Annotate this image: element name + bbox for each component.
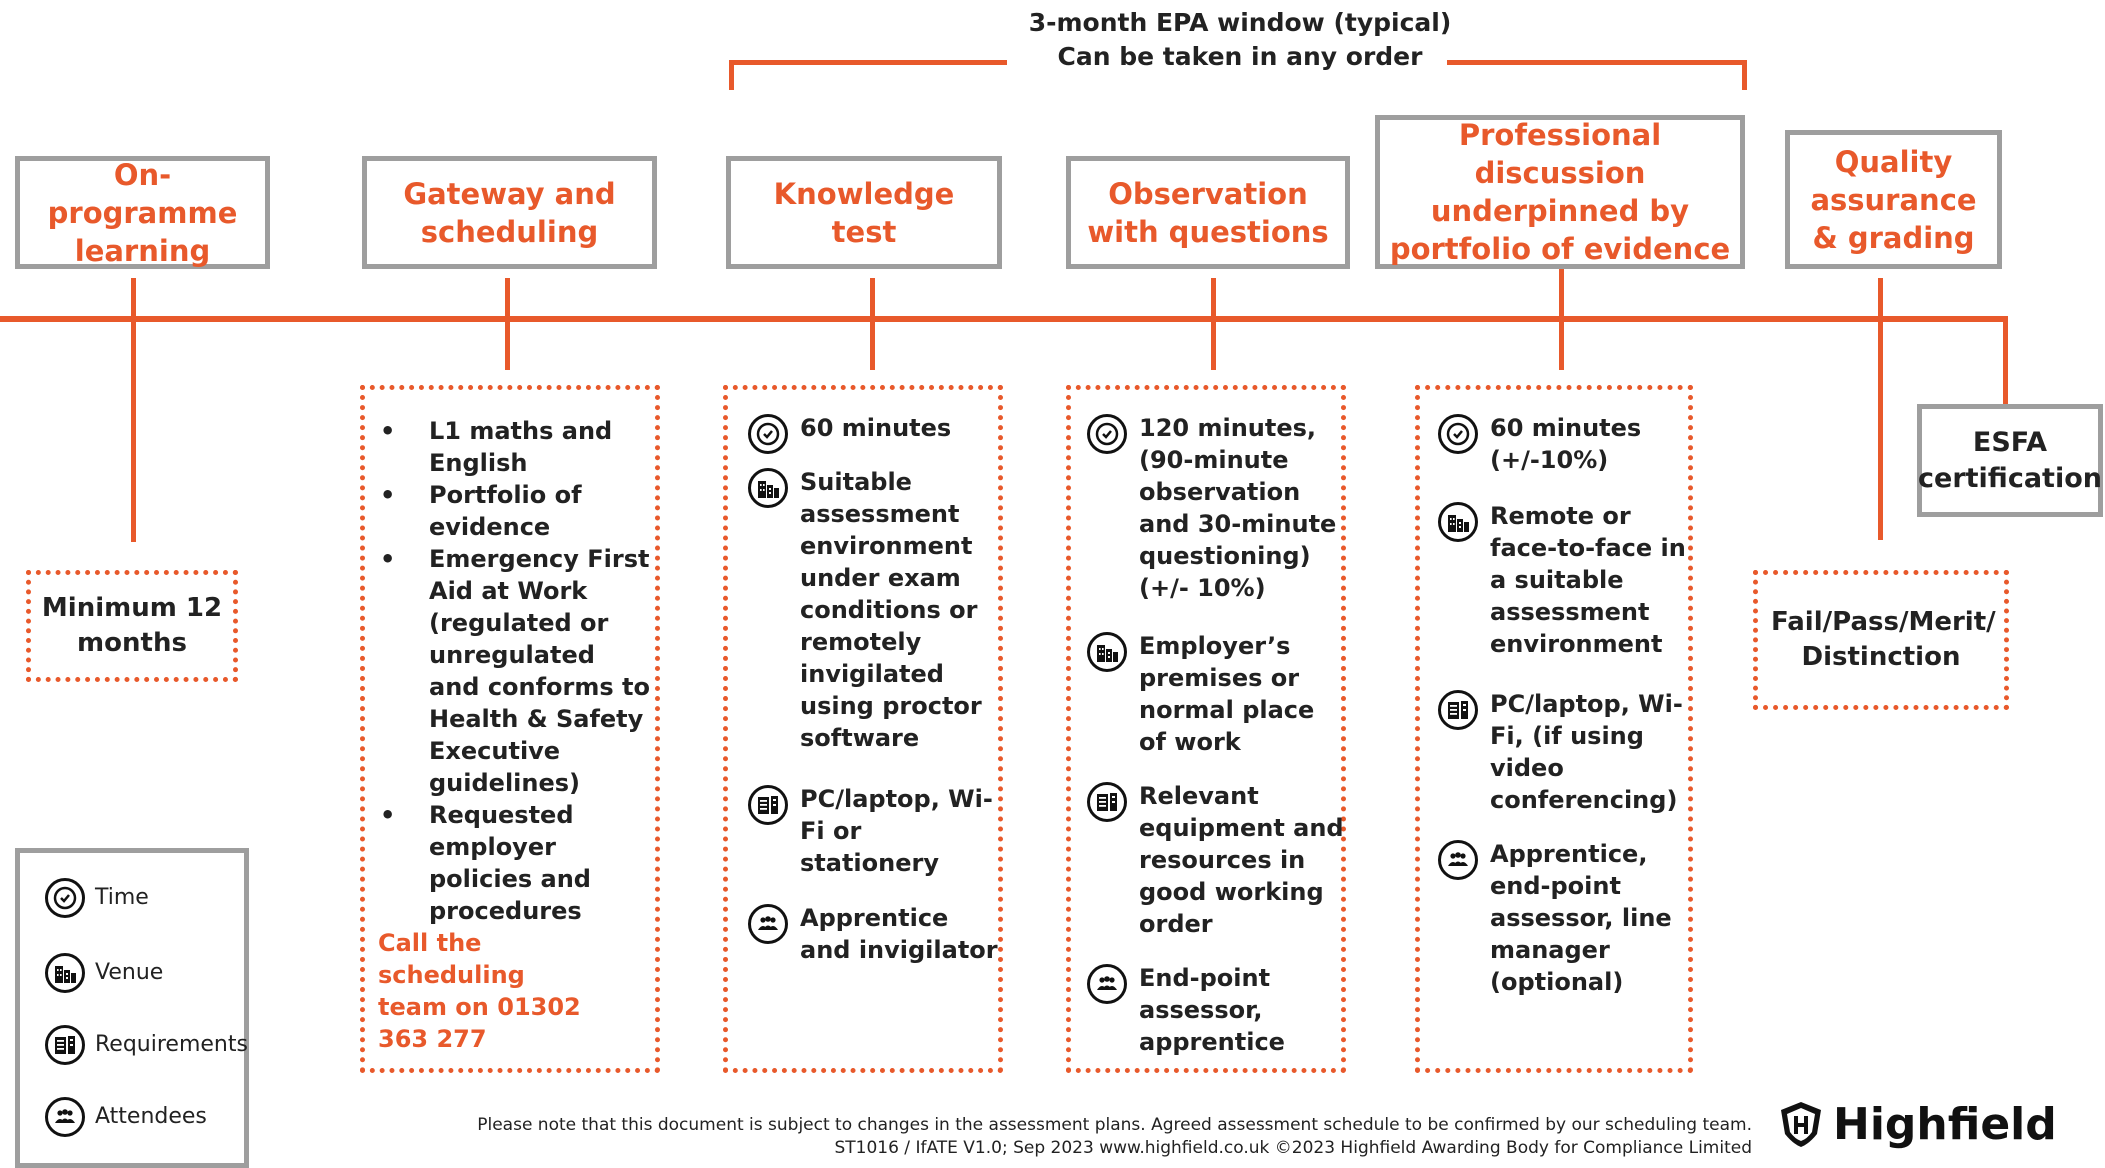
- stage-quality-label: Quality assurance & grading: [1810, 144, 1977, 255]
- knowledge-attendees-text: Apprentice and invigilator: [800, 904, 998, 964]
- stage-onprog-label: On-programme learning: [47, 157, 238, 268]
- professional-requirements-text: PC/laptop, Wi-Fi, (if using video confer…: [1490, 690, 1683, 814]
- stage-gateway-label: Gateway and scheduling: [403, 176, 616, 249]
- stage-knowledge-label: Knowledge test: [773, 176, 955, 249]
- knowledge-time: 60 minutes: [748, 412, 1000, 454]
- stage-professional-label: Professional discussion underpinned by p…: [1389, 118, 1731, 266]
- grading-outcomes: Fail/Pass/Merit/ Distinction: [1771, 607, 1996, 672]
- highfield-logo: Highfield: [1775, 1098, 2057, 1150]
- connector-onprog: [131, 278, 136, 542]
- professional-attendees: Apprentice, end-point assessor, line man…: [1438, 838, 1690, 998]
- connector-esfa: [2003, 316, 2008, 406]
- observation-time-text: 120 minutes, (90-minute observation and …: [1139, 414, 1337, 602]
- professional-venue-text: Remote or face-to-face in a suitable ass…: [1490, 502, 1686, 658]
- scheduling-call-text: Call the scheduling team on 01302 363 27…: [378, 929, 581, 1053]
- stage-esfa-label: ESFA certification: [1918, 426, 2102, 494]
- epa-window-label: 3-month EPA window (typical) Can be take…: [940, 6, 1540, 74]
- list-item: Requested employer policies and procedur…: [365, 799, 650, 927]
- onprog-duration-box: Minimum 12 months: [26, 570, 238, 682]
- knowledge-venue-text: Suitable assessment environment under ex…: [800, 468, 982, 752]
- building-icon: [748, 468, 788, 508]
- building-icon: [45, 953, 85, 993]
- logo-wordmark: Highfield: [1833, 1098, 2057, 1150]
- gateway-detail-box: L1 maths and English Portfolio of eviden…: [360, 385, 660, 1073]
- onprog-duration: Minimum 12 months: [41, 593, 223, 658]
- footer-reference: ST1016 / IfATE V1.0; Sep 2023 www.highfi…: [834, 1138, 1752, 1158]
- document-icon: [1438, 690, 1478, 730]
- legend-requirements-label: Requirements: [95, 1031, 248, 1057]
- connector-gateway: [505, 278, 510, 370]
- connector-knowledge: [870, 278, 875, 370]
- timeline-axis: [0, 316, 2008, 322]
- observation-requirements-text: Relevant equipment and resources in good…: [1139, 782, 1344, 938]
- building-icon: [1438, 502, 1478, 542]
- stage-observation-label: Observation with questions: [1087, 176, 1329, 249]
- professional-requirements: PC/laptop, Wi-Fi, (if using video confer…: [1438, 688, 1690, 816]
- people-icon: [45, 1097, 85, 1137]
- gateway-requirements-list: L1 maths and English Portfolio of eviden…: [365, 415, 650, 927]
- observation-venue-text: Employer’s premises or normal place of w…: [1139, 632, 1315, 756]
- connector-quality: [1878, 278, 1883, 540]
- clock-icon: [45, 878, 85, 918]
- professional-time: 60 minutes (+/-10%): [1438, 412, 1690, 476]
- list-item: L1 maths and English: [365, 415, 650, 479]
- knowledge-requirements: PC/laptop, Wi-Fi or stationery: [748, 783, 1000, 879]
- shield-icon: [1781, 1102, 1821, 1147]
- epa-bracket-left-v: [729, 60, 734, 90]
- stage-gateway: Gateway and scheduling: [362, 156, 657, 269]
- epa-bracket-right-v: [1742, 60, 1747, 90]
- legend-venue-label: Venue: [95, 959, 164, 985]
- list-item: Emergency First Aid at Work (regulated o…: [365, 543, 650, 799]
- people-icon: [1438, 840, 1478, 880]
- list-item: Portfolio of evidence: [365, 479, 650, 543]
- connector-professional: [1559, 266, 1564, 370]
- stage-esfa: ESFA certification: [1917, 404, 2103, 517]
- knowledge-requirements-text: PC/laptop, Wi-Fi or stationery: [800, 785, 993, 877]
- knowledge-time-text: 60 minutes: [800, 414, 952, 442]
- stage-observation: Observation with questions: [1066, 156, 1350, 269]
- professional-venue: Remote or face-to-face in a suitable ass…: [1438, 500, 1690, 660]
- knowledge-venue: Suitable assessment environment under ex…: [748, 466, 1000, 754]
- stage-knowledge: Knowledge test: [726, 156, 1002, 269]
- professional-attendees-text: Apprentice, end-point assessor, line man…: [1490, 840, 1672, 996]
- professional-detail-box: 60 minutes (+/-10%) Remote or face-to-fa…: [1415, 385, 1693, 1073]
- clock-icon: [1438, 414, 1478, 454]
- observation-attendees-text: End-point assessor, apprentice: [1139, 964, 1285, 1056]
- observation-time: 120 minutes, (90-minute observation and …: [1087, 412, 1345, 604]
- legend-time: Time: [45, 876, 149, 918]
- legend-venue: Venue: [45, 951, 163, 993]
- stage-quality: Quality assurance & grading: [1785, 130, 2002, 269]
- observation-requirements: Relevant equipment and resources in good…: [1087, 780, 1345, 940]
- epa-bracket-right-h: [1447, 60, 1746, 65]
- stage-onprog: On-programme learning: [15, 156, 270, 269]
- connector-observation: [1211, 278, 1216, 370]
- document-icon: [748, 785, 788, 825]
- knowledge-detail-box: 60 minutes Suitable assessment environme…: [723, 385, 1003, 1073]
- epa-window-title: 3-month EPA window (typical): [1028, 8, 1452, 37]
- epa-window-subtitle: Can be taken in any order: [1057, 42, 1423, 71]
- legend-attendees-label: Attendees: [95, 1103, 207, 1129]
- observation-attendees: End-point assessor, apprentice: [1087, 962, 1345, 1058]
- legend-requirements: Requirements: [45, 1023, 248, 1065]
- clock-icon: [1087, 414, 1127, 454]
- observation-detail-box: 120 minutes, (90-minute observation and …: [1066, 385, 1346, 1073]
- people-icon: [1087, 964, 1127, 1004]
- people-icon: [748, 904, 788, 944]
- document-icon: [45, 1025, 85, 1065]
- observation-venue: Employer’s premises or normal place of w…: [1087, 630, 1345, 758]
- grading-outcome-box: Fail/Pass/Merit/ Distinction: [1753, 570, 2009, 710]
- legend-attendees: Attendees: [45, 1095, 207, 1137]
- document-icon: [1087, 782, 1127, 822]
- professional-time-text: 60 minutes (+/-10%): [1490, 414, 1642, 474]
- legend-time-label: Time: [95, 884, 149, 910]
- stage-professional: Professional discussion underpinned by p…: [1375, 115, 1745, 269]
- building-icon: [1087, 632, 1127, 672]
- clock-icon: [748, 414, 788, 454]
- footer-note: Please note that this document is subjec…: [477, 1115, 1752, 1135]
- epa-bracket-left-h: [729, 60, 1007, 65]
- knowledge-attendees: Apprentice and invigilator: [748, 902, 1000, 966]
